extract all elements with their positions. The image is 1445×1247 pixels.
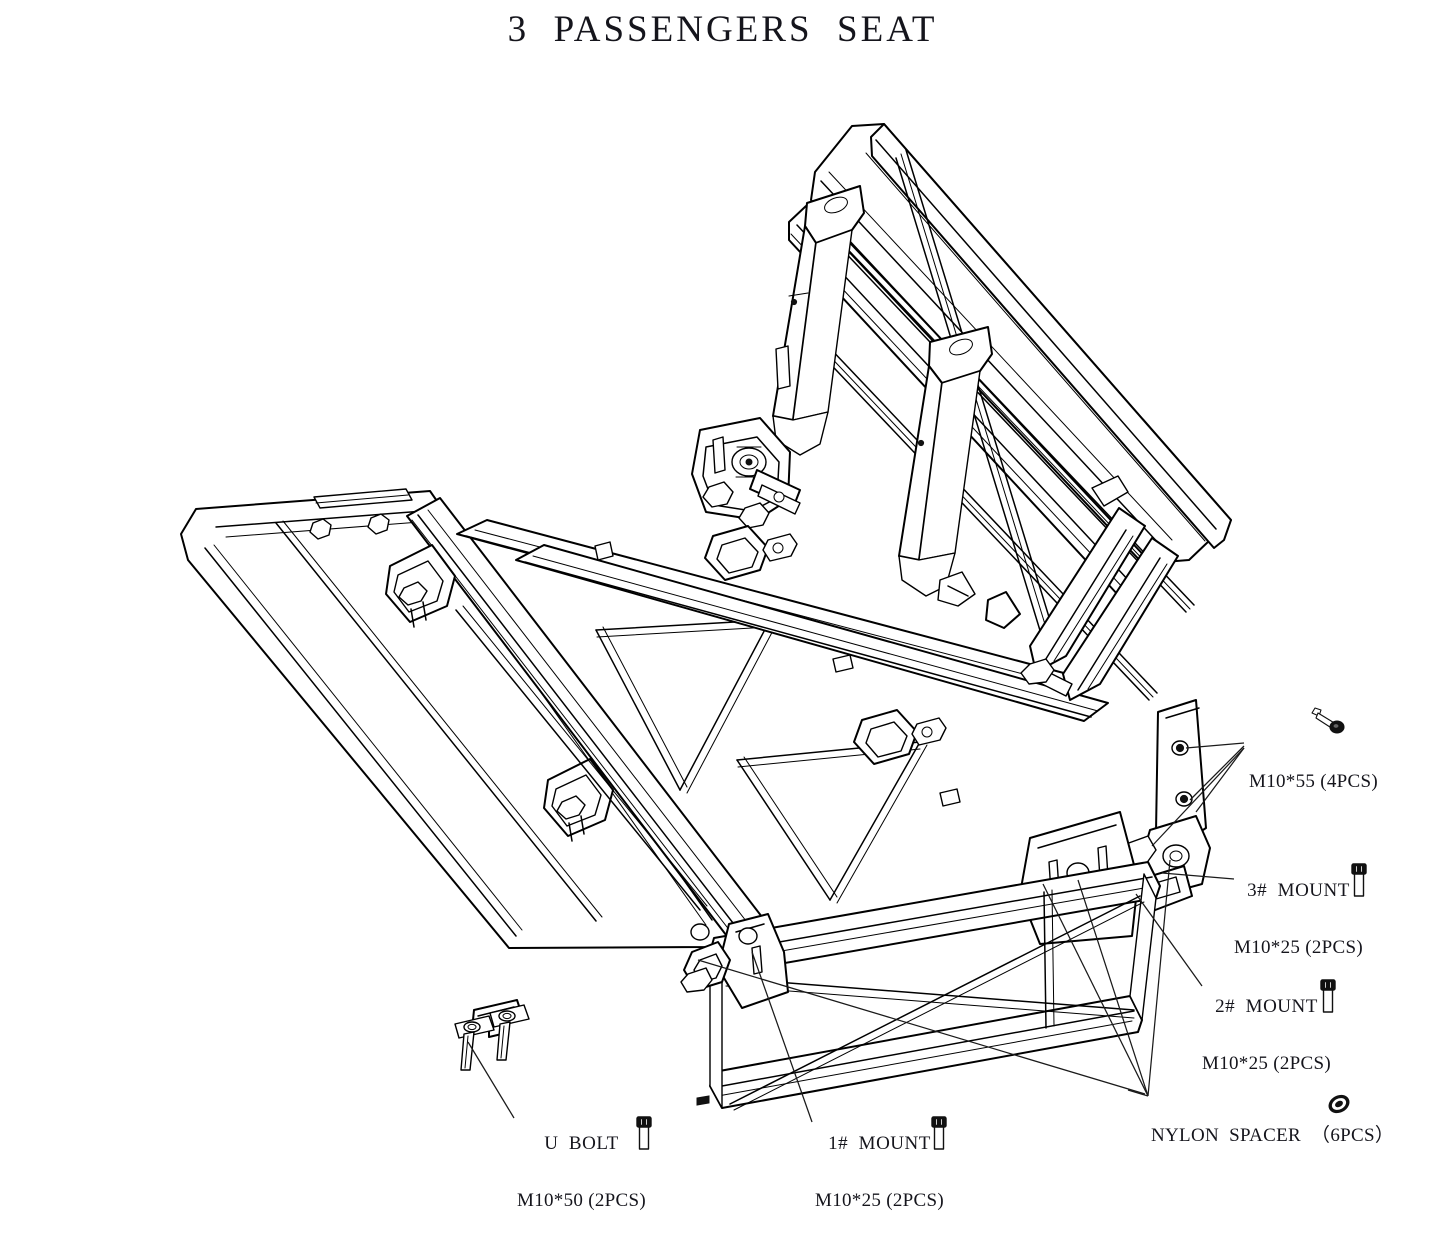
- u-bolt-spec: M10*50 (2PCS): [517, 1189, 647, 1211]
- nylon-spacer-callout: NYLON SPACER （6PCS）: [1151, 1089, 1394, 1182]
- bottom-mount-rail: [696, 861, 1161, 1111]
- u-bolt-title: U BOLT: [544, 1132, 619, 1154]
- mount-3-callout: 3# MOUNT M10*25 (2PCS): [1234, 844, 1363, 994]
- seat-back-frame: [772, 123, 1232, 701]
- mount-2-spec: M10*25 (2PCS): [1202, 1052, 1332, 1074]
- m10-55-bolt-callout: M10*55 (4PCS): [1249, 735, 1378, 828]
- bolt-short-vertical-icon: [1351, 863, 1367, 897]
- bolt-short-vertical-icon: [1320, 979, 1336, 1013]
- mount-3-spec: M10*25 (2PCS): [1234, 936, 1364, 958]
- page-title: 3 PASSENGERS SEAT: [507, 9, 938, 50]
- nylon-spacer-label: NYLON SPACER （6PCS）: [1151, 1124, 1395, 1146]
- mount-1-callout: 1# MOUNT M10*25 (2PCS): [815, 1097, 944, 1247]
- mount-2-title: 2# MOUNT: [1215, 995, 1318, 1017]
- mount-1-bracket: [680, 913, 789, 1009]
- u-bolt-callout: U BOLT M10*50 (2PCS): [517, 1097, 646, 1247]
- mount-3-title: 3# MOUNT: [1247, 879, 1350, 901]
- washer-ring-icon: [1328, 1094, 1350, 1114]
- leader-lines: [467, 742, 1245, 1123]
- mount-1-spec: M10*25 (2PCS): [815, 1189, 945, 1211]
- drawing-sheet: 3 PASSENGERS SEAT .h{fill:none;stroke:#0…: [180, 9, 1394, 1211]
- seat-frame-assembly-drawing: .h{fill:none;stroke:#000;stroke-width:2.…: [180, 123, 1245, 1123]
- mount-2-callout: 2# MOUNT M10*25 (2PCS): [1202, 960, 1331, 1110]
- back-lower-linkage: [937, 475, 1179, 701]
- bolt-long-diagonal-icon: [1311, 707, 1345, 734]
- bolt-short-vertical-icon: [931, 1116, 947, 1150]
- seat-base-frame: [180, 488, 1109, 953]
- u-bolt-part: [454, 999, 530, 1071]
- recliner-hinge-assembly: [691, 417, 801, 529]
- m10-55-bolt-label: M10*55 (4PCS): [1249, 770, 1379, 792]
- bolt-short-vertical-icon: [636, 1116, 652, 1150]
- mount-1-title: 1# MOUNT: [828, 1132, 931, 1154]
